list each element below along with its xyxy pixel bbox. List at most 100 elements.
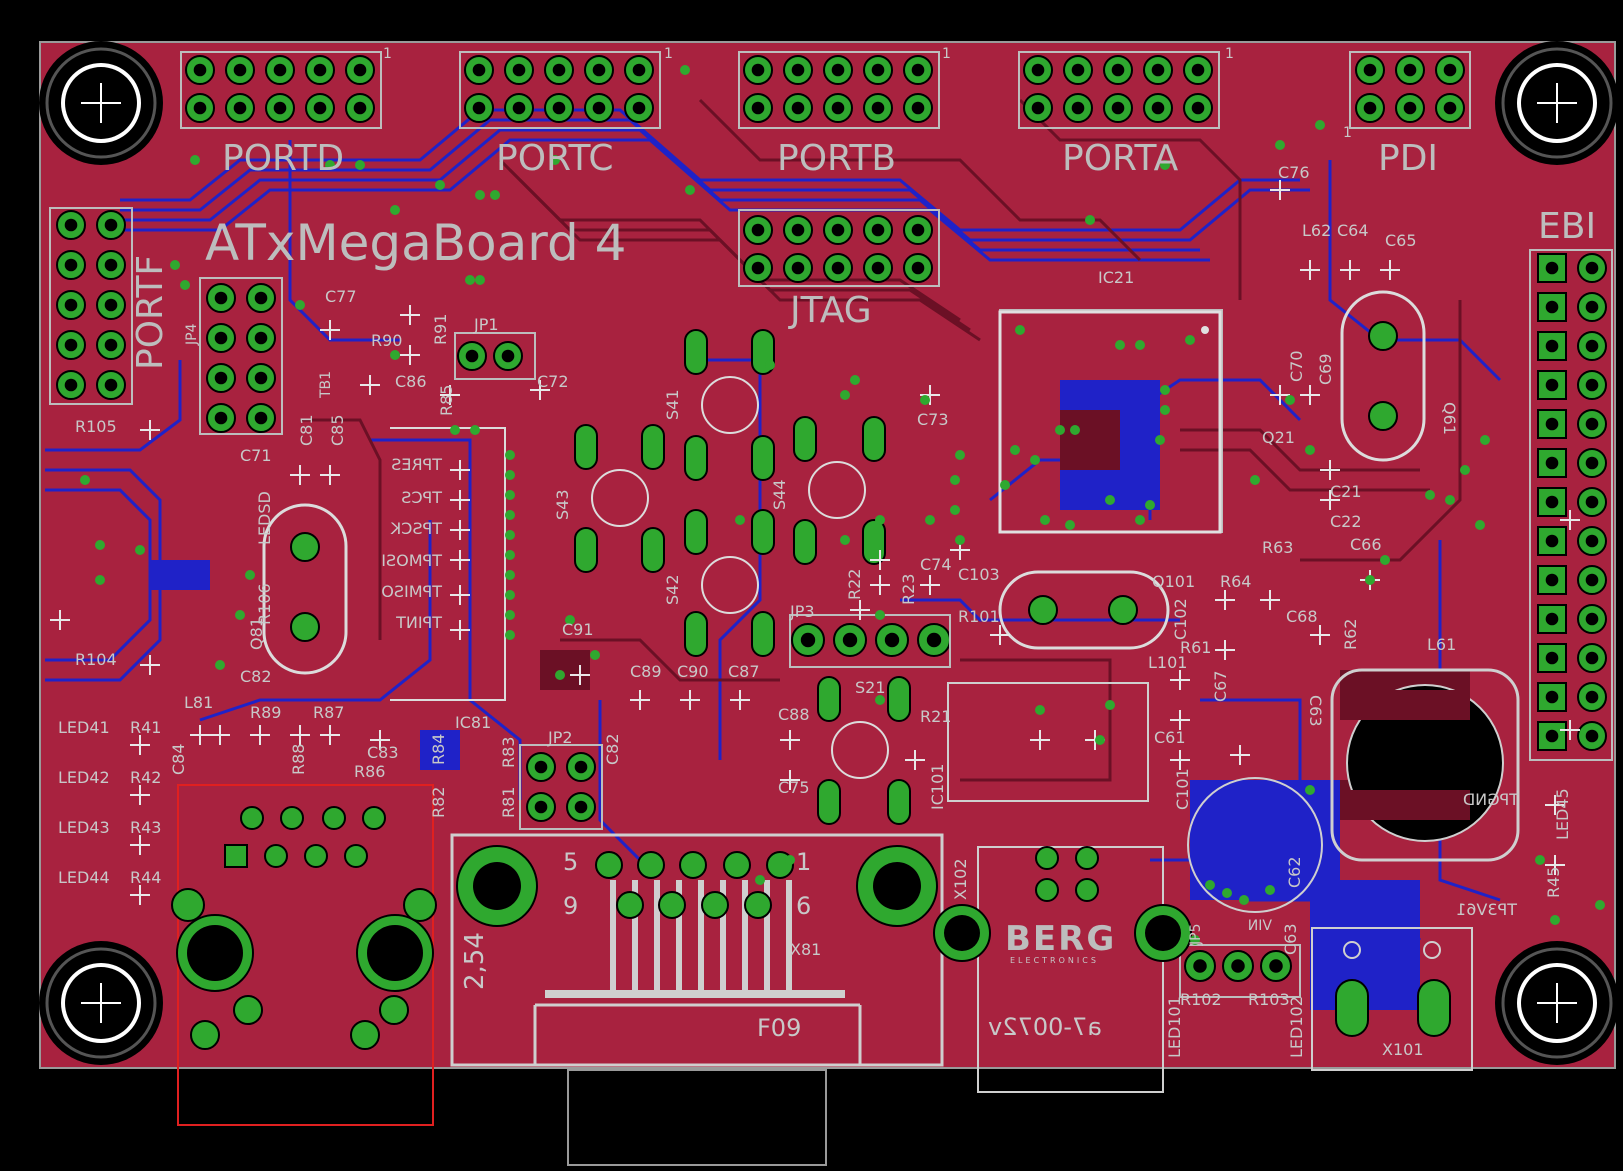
via: [1365, 575, 1375, 585]
testpoint-tpcs: TPCS: [401, 488, 443, 507]
pad-drill-hole: [592, 101, 606, 115]
pad-drill-hole: [472, 63, 486, 77]
pad-drill-hole: [1585, 612, 1599, 626]
top-copper-layer: [300, 98, 1462, 782]
pad-drill-hole: [1545, 534, 1559, 548]
label-c65: C65: [1385, 231, 1417, 250]
pad-drill-hole: [313, 63, 327, 77]
ic81-chip[interactable]: [390, 427, 506, 701]
ic21-chip[interactable]: [998, 310, 1222, 534]
crystal-q101[interactable]: [998, 570, 1170, 650]
pad-drill-hole: [751, 101, 765, 115]
mounting-hole-tr: [1495, 41, 1619, 165]
ic101-outline[interactable]: [947, 682, 1149, 802]
label-r84: R84: [429, 734, 448, 765]
smd-pad-marker: [450, 490, 470, 510]
label-jp5: JP5: [1188, 924, 1204, 946]
via: [565, 615, 575, 625]
via: [840, 535, 850, 545]
dsub-pin-6: 6: [796, 892, 811, 920]
switch-s44[interactable]: [793, 416, 886, 565]
via: [1222, 888, 1232, 898]
label-x81: X81: [790, 940, 821, 959]
via: [180, 280, 190, 290]
via: [505, 610, 515, 620]
power-jack[interactable]: [171, 784, 437, 1126]
via: [550, 155, 560, 165]
pad-drill-hole: [552, 63, 566, 77]
pad-drill-hole: [465, 349, 479, 363]
via: [1035, 705, 1045, 715]
pad-drill-hole: [273, 63, 287, 77]
crystal-q81[interactable]: [262, 503, 348, 675]
pad-drill-hole: [1403, 63, 1417, 77]
via: [1010, 445, 1020, 455]
switch-s43[interactable]: [574, 424, 665, 573]
smd-pad-marker: [290, 725, 310, 745]
pad-drill-hole: [552, 101, 566, 115]
pad-drill-hole: [214, 371, 228, 385]
via: [1085, 215, 1095, 225]
testpoint-tpres: TPRES: [391, 455, 443, 474]
capacitor-c62[interactable]: [1187, 777, 1323, 913]
pad-drill-hole: [831, 101, 845, 115]
label-r63: R63: [1262, 538, 1293, 557]
dsub-connector-x81[interactable]: [450, 833, 944, 1166]
label-led102: LED102: [1287, 996, 1306, 1058]
label-c82b: C82: [603, 733, 622, 765]
pad-drill-hole: [1585, 339, 1599, 353]
mounting-hole-bl: [39, 941, 163, 1065]
via: [1460, 465, 1470, 475]
switch-s21[interactable]: [817, 676, 911, 825]
smd-pad-marker: [450, 460, 470, 480]
label-ic81: IC81: [455, 713, 491, 732]
smd-pad-marker: [1320, 490, 1340, 510]
pad-drill-hole: [472, 101, 486, 115]
label-c82: C82: [240, 667, 272, 686]
inductor-l61[interactable]: [1330, 668, 1520, 862]
via: [245, 570, 255, 580]
label-c90: C90: [677, 662, 709, 681]
pad-drill-hole: [1111, 63, 1125, 77]
smd-pad-marker: [570, 665, 590, 685]
dsub-pin-5: 5: [563, 848, 578, 876]
crystal-q61[interactable]: [1340, 290, 1426, 462]
label-r101: R101: [958, 607, 1000, 626]
smd-pad-marker: [1560, 720, 1580, 740]
label-c85: C85: [328, 414, 347, 446]
via: [875, 610, 885, 620]
label-r22: R22: [845, 569, 864, 600]
smd-pad-marker: [680, 690, 700, 710]
pad-drill-hole: [871, 261, 885, 275]
via: [490, 190, 500, 200]
pad-drill-hole: [751, 63, 765, 77]
label-r81: R81: [499, 787, 518, 818]
smd-pad-marker: [360, 375, 380, 395]
smd-pad-marker: [1300, 260, 1320, 280]
switch-s42[interactable]: [684, 509, 775, 657]
via: [1535, 855, 1545, 865]
smd-pad-marker: [210, 725, 230, 745]
pin1-marker-portb: 1: [942, 46, 951, 62]
mounting-hole-br: [1495, 941, 1619, 1065]
via: [1135, 340, 1145, 350]
smd-pad-marker: [905, 750, 925, 770]
label-r104: R104: [75, 650, 117, 669]
via: [215, 660, 225, 670]
via: [1160, 385, 1170, 395]
pin1-marker-portc: 1: [664, 46, 673, 62]
smd-pad-marker: [990, 625, 1010, 645]
connector-x101[interactable]: [1311, 927, 1473, 1071]
pad-drill-hole: [751, 223, 765, 237]
smd-pad-marker: [1215, 590, 1235, 610]
smd-pad-marker: [320, 465, 340, 485]
via: [850, 375, 860, 385]
pad-drill-hole: [64, 218, 78, 232]
testpoint-tpmosi: TPMOSI: [381, 551, 443, 570]
smd-pad-marker: [920, 385, 940, 405]
pad-drill-hole: [353, 63, 367, 77]
usb-connector-x102[interactable]: [933, 846, 1192, 1093]
pad-drill-hole: [1443, 63, 1457, 77]
label-c69: C69: [1316, 353, 1335, 385]
